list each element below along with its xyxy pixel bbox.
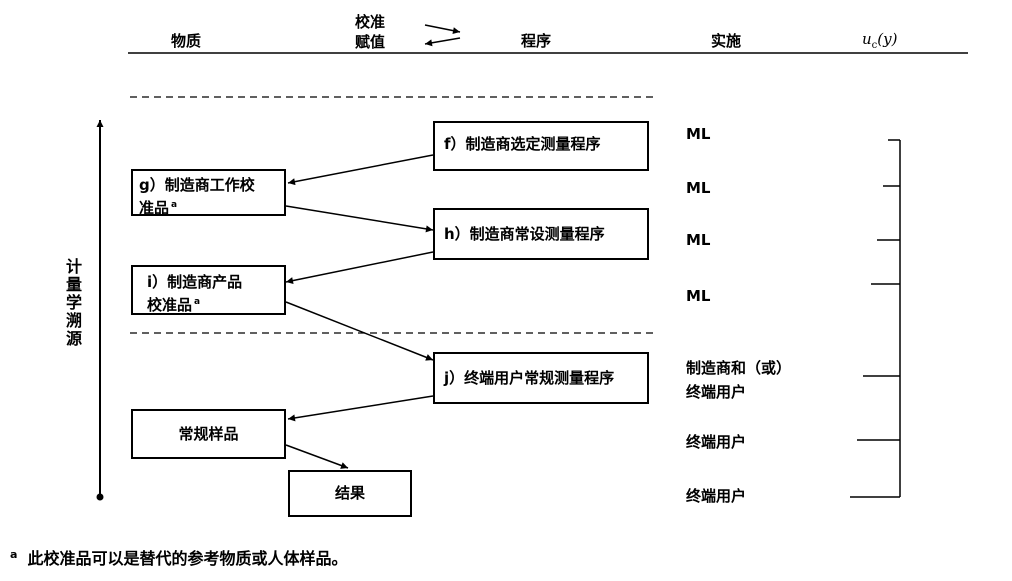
footnote-mark: a (10, 547, 18, 561)
traceability-axis-end (96, 493, 104, 501)
material-i-line1: i）制造商产品 (147, 273, 243, 291)
routine-sample-box: 常规样品 (131, 409, 286, 459)
arrow-sample-to-result (285, 444, 349, 469)
uncertainty-subscript: c (871, 40, 878, 51)
footnote-mark-i: a (194, 297, 201, 307)
implementer-2: ML (686, 179, 711, 197)
procedure-box-h: h）制造商常设测量程序 (433, 208, 649, 260)
arrow-g-to-h (285, 205, 434, 233)
metrological-traceability-label: 计量学溯源 (65, 257, 82, 348)
arrow-f-to-g (287, 154, 434, 186)
arrow-j-to-sample (287, 395, 434, 422)
implementer-1: ML (686, 125, 711, 143)
header-value-assignment: 赋值 (355, 33, 386, 51)
header-arrow-left (424, 37, 461, 47)
header-uncertainty: uc(y) (862, 30, 897, 51)
uncertainty-arg: (y) (877, 30, 898, 48)
material-g-line1: g）制造商工作校 (139, 176, 255, 194)
routine-sample-label: 常规样品 (178, 425, 239, 443)
footnote-mark-g: a (171, 200, 178, 210)
implementer-5b: 终端用户 (686, 383, 747, 401)
uncertainty-symbol: u (862, 30, 872, 48)
material-g-line2: 准品 (139, 199, 170, 217)
implementer-4: ML (686, 287, 711, 305)
arrow-h-to-i (285, 251, 434, 285)
procedure-box-j: j）终端用户常规测量程序 (433, 352, 649, 404)
header-arrow-right (424, 24, 461, 35)
header-procedure: 程序 (521, 32, 552, 50)
footnote: a 此校准品可以是替代的参考物质或人体样品。 (10, 545, 347, 569)
procedure-h-label: h）制造商常设测量程序 (444, 225, 605, 243)
header-implementation: 实施 (711, 32, 742, 50)
result-box: 结果 (288, 470, 412, 517)
implementer-6: 终端用户 (686, 433, 747, 451)
result-label: 结果 (334, 484, 365, 502)
material-i-line2: 校准品 (147, 296, 193, 314)
implementer-5a: 制造商和（或） (686, 359, 792, 377)
procedure-j-label: j）终端用户常规测量程序 (444, 369, 615, 387)
procedure-f-label: f）制造商选定测量程序 (444, 135, 601, 153)
header-substance: 物质 (171, 32, 202, 50)
implementer-3: ML (686, 231, 711, 249)
footnote-text: 此校准品可以是替代的参考物质或人体样品。 (27, 549, 348, 568)
header-calibration: 校准 (355, 13, 386, 31)
arrow-i-to-j (285, 301, 434, 361)
procedure-box-f: f）制造商选定测量程序 (433, 121, 649, 171)
implementer-7: 终端用户 (686, 487, 747, 505)
